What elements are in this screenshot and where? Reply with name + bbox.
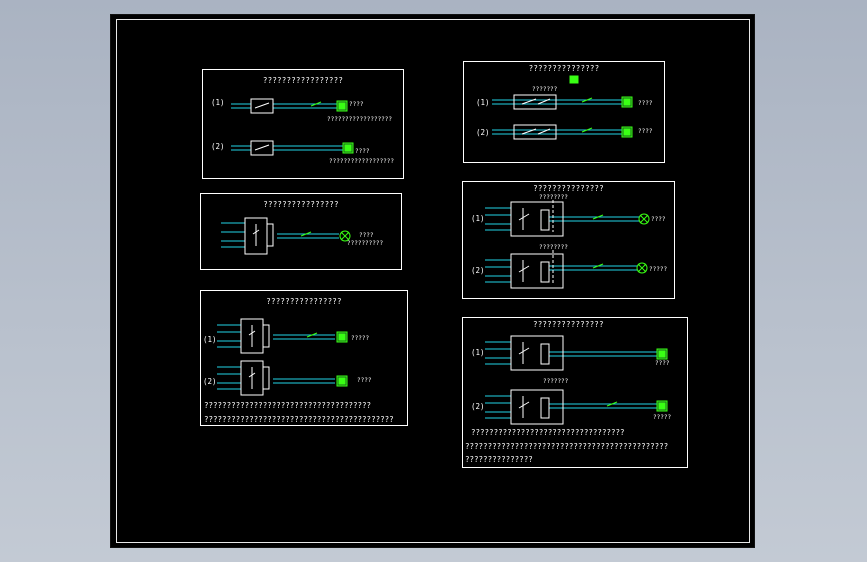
panel-6-row1-tag: ??????? [543,378,569,385]
panel-5-schematic [485,200,650,289]
panel-3-row1-annotation: ????? [351,335,370,342]
panel-6: ??????????????? (1) (2) ??????? ??????? … [462,317,688,468]
panel-5-row2-annotation: ????? [649,266,668,273]
panel-4-row2-label: (2) [476,128,490,137]
panel-1-row2-subnote: ?????????????????? [329,158,395,165]
panel-4-tag: ??????? [532,86,558,93]
drawing-sheet [110,14,755,548]
panel-3-row2-label: (2) [203,377,217,386]
panel-6-schematic [485,335,668,425]
panel-6-title: ??????????????? [533,320,604,329]
panel-2-title: ???????????????? [263,200,339,209]
panel-3-note-1: ????????????????????????????????????? [204,401,372,410]
panel-6-row2-annotation: ????? [653,414,672,421]
panel-2-annotation: ???? [359,232,374,239]
panel-1-schematic [231,98,354,156]
panel-1-row1-annotation: ???? [349,101,364,108]
panel-2: ???????????????? ???? ?????????? [200,193,402,270]
panel-1-title: ????????????????? [262,76,344,85]
panel-3-row2-annotation: ???? [357,377,372,384]
panel-5-row2-label: (2) [471,266,485,275]
panel-4-row1-annotation: ???? [638,100,653,107]
panel-5-title: ??????????????? [533,184,604,193]
panel-1: ????????????????? (1) (2) ???? ?????????… [202,69,404,179]
panel-6-note-3: ??????????????? [465,455,533,464]
panel-6-row2-label: (2) [471,402,485,411]
panel-1-row1-subnote: ?????????????????? [327,116,393,123]
panel-6-row1-label: (1) [471,348,485,357]
panel-3-schematic [217,318,348,396]
panel-3-title: ???????????????? [266,297,342,306]
panel-5-row1-tag: ???????? [539,194,568,201]
drawing-frame [116,19,750,543]
panel-4-row2-annotation: ???? [638,128,653,135]
panel-5-row1-annotation: ???? [651,216,666,223]
panel-2-subnote: ?????????? [347,240,384,247]
panel-4-row1-label: (1) [476,98,490,107]
panel-5-row1-label: (1) [471,214,485,223]
panel-4-title: ??????????????? [528,64,600,73]
panel-4-schematic [492,75,633,140]
panel-3-row1-label: (1) [203,335,217,344]
panel-3: ???????????????? (1) (2) ????? ???? ????… [200,290,408,426]
panel-1-row1-label: (1) [211,98,225,107]
panel-6-note-2: ????????????????????????????????????????… [465,442,669,451]
panel-6-note-1: ?????????????????????????????????? [471,428,625,437]
panel-5-row2-tag: ???????? [539,244,568,251]
panel-2-schematic [221,217,351,255]
panel-4: ??????????????? ??????? (1) (2) ???? ???… [463,61,665,163]
panel-6-row1-annotation: ???? [655,360,670,367]
panel-3-note-2: ????????????????????????????????????????… [204,415,394,424]
panel-5: ??????????????? (1) (2) ???????? ???????… [462,181,675,299]
panel-1-row2-label: (2) [211,142,225,151]
panel-1-row2-annotation: ???? [355,148,370,155]
